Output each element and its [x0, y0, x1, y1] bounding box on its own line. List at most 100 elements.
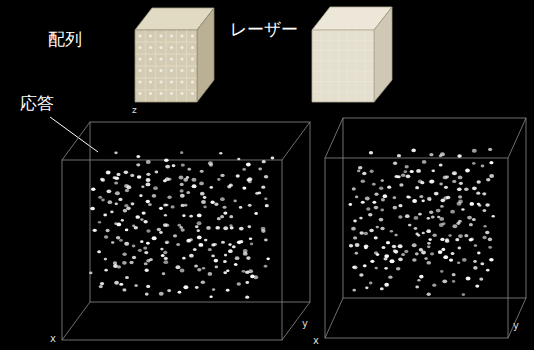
- response-dot: [118, 198, 122, 201]
- response-dot: [355, 252, 358, 255]
- response-dot: [357, 170, 360, 173]
- response-dot: [374, 236, 378, 239]
- response-dot: [124, 184, 129, 188]
- response-dot: [104, 258, 107, 261]
- response-dot: [125, 189, 129, 192]
- response-dot: [146, 178, 151, 182]
- response-dot: [476, 180, 480, 183]
- response-dot: [363, 264, 367, 267]
- response-dot: [161, 254, 165, 257]
- response-dot: [380, 208, 384, 211]
- response-dot: [441, 199, 446, 203]
- response-dot: [180, 151, 183, 154]
- response-dot: [125, 276, 129, 279]
- response-dot: [248, 225, 252, 228]
- axis-label: z: [132, 106, 137, 116]
- response-dot: [211, 201, 215, 204]
- response-dot: [376, 226, 379, 229]
- right-volume-box: [325, 118, 526, 338]
- response-dot: [138, 249, 142, 252]
- array-cube-photo: [135, 8, 214, 102]
- response-dot: [264, 239, 268, 242]
- response-dot: [139, 194, 142, 197]
- response-dot: [140, 240, 144, 243]
- response-dot: [450, 210, 455, 214]
- response-dot: [122, 261, 127, 265]
- response-dot: [420, 181, 424, 184]
- response-dot: [202, 267, 205, 270]
- response-dot: [107, 189, 112, 193]
- response-dot: [418, 213, 422, 216]
- response-dot: [349, 203, 353, 206]
- response-dot: [427, 242, 431, 245]
- response-dot: [452, 224, 457, 228]
- response-dot: [352, 187, 356, 190]
- response-dot: [419, 275, 423, 279]
- response-dot: [431, 169, 435, 172]
- response-dot: [457, 187, 462, 191]
- response-dot: [405, 214, 410, 218]
- response-dot: [195, 286, 199, 289]
- response-dot: [393, 162, 397, 165]
- response-dot: [106, 171, 111, 175]
- response-dot: [208, 248, 212, 251]
- response-dot: [162, 272, 166, 275]
- response-dot: [197, 214, 202, 218]
- laser-cube-photo: [312, 7, 392, 102]
- response-dot: [165, 240, 169, 244]
- response-dot: [359, 231, 363, 235]
- response-dot: [246, 163, 251, 167]
- response-dot: [398, 257, 403, 261]
- response-dot: [412, 258, 417, 262]
- response-dot: [179, 226, 183, 229]
- response-dot: [458, 234, 463, 238]
- response-dot: [429, 211, 433, 214]
- response-dot: [165, 165, 170, 169]
- response-dot: [419, 248, 423, 251]
- response-dot: [480, 262, 484, 265]
- response-dot: [473, 260, 477, 263]
- response-dot: [217, 178, 220, 181]
- response-dot: [485, 203, 490, 207]
- response-dot: [197, 236, 202, 240]
- response-dot: [399, 183, 403, 186]
- response-dot: [123, 209, 127, 213]
- response-dot: [254, 212, 258, 215]
- response-dot: [234, 263, 238, 266]
- array-label: 配列: [48, 30, 82, 49]
- response-dot: [93, 229, 97, 232]
- response-dot: [229, 215, 233, 218]
- response-dot: [264, 265, 268, 268]
- response-dot: [201, 280, 205, 284]
- response-dot: [349, 244, 353, 247]
- response-dot: [427, 293, 431, 296]
- response-dot: [186, 191, 190, 194]
- response-dot: [243, 252, 248, 256]
- response-dot: [427, 245, 431, 248]
- response-dot: [136, 163, 140, 166]
- response-dot: [215, 226, 220, 230]
- response-dot: [181, 204, 185, 207]
- response-dot: [235, 256, 240, 260]
- response-dot: [237, 241, 242, 245]
- response-dot: [203, 206, 206, 209]
- response-dot: [197, 268, 201, 271]
- response-dot: [116, 236, 120, 239]
- response-dot: [237, 282, 241, 285]
- response-dot: [159, 207, 163, 210]
- response-dot: [444, 186, 448, 189]
- response-dot: [472, 149, 477, 153]
- response-dot: [476, 192, 480, 195]
- response-dot: [452, 273, 456, 276]
- response-dot: [103, 214, 107, 217]
- response-dot: [212, 288, 215, 291]
- response-dot: [108, 200, 113, 204]
- response-dot: [405, 165, 409, 168]
- response-dot: [114, 281, 119, 285]
- response-dot: [91, 187, 95, 191]
- response-dot: [393, 206, 398, 210]
- response-dot: [211, 254, 215, 257]
- response-dot: [439, 217, 444, 221]
- response-dot: [143, 220, 147, 223]
